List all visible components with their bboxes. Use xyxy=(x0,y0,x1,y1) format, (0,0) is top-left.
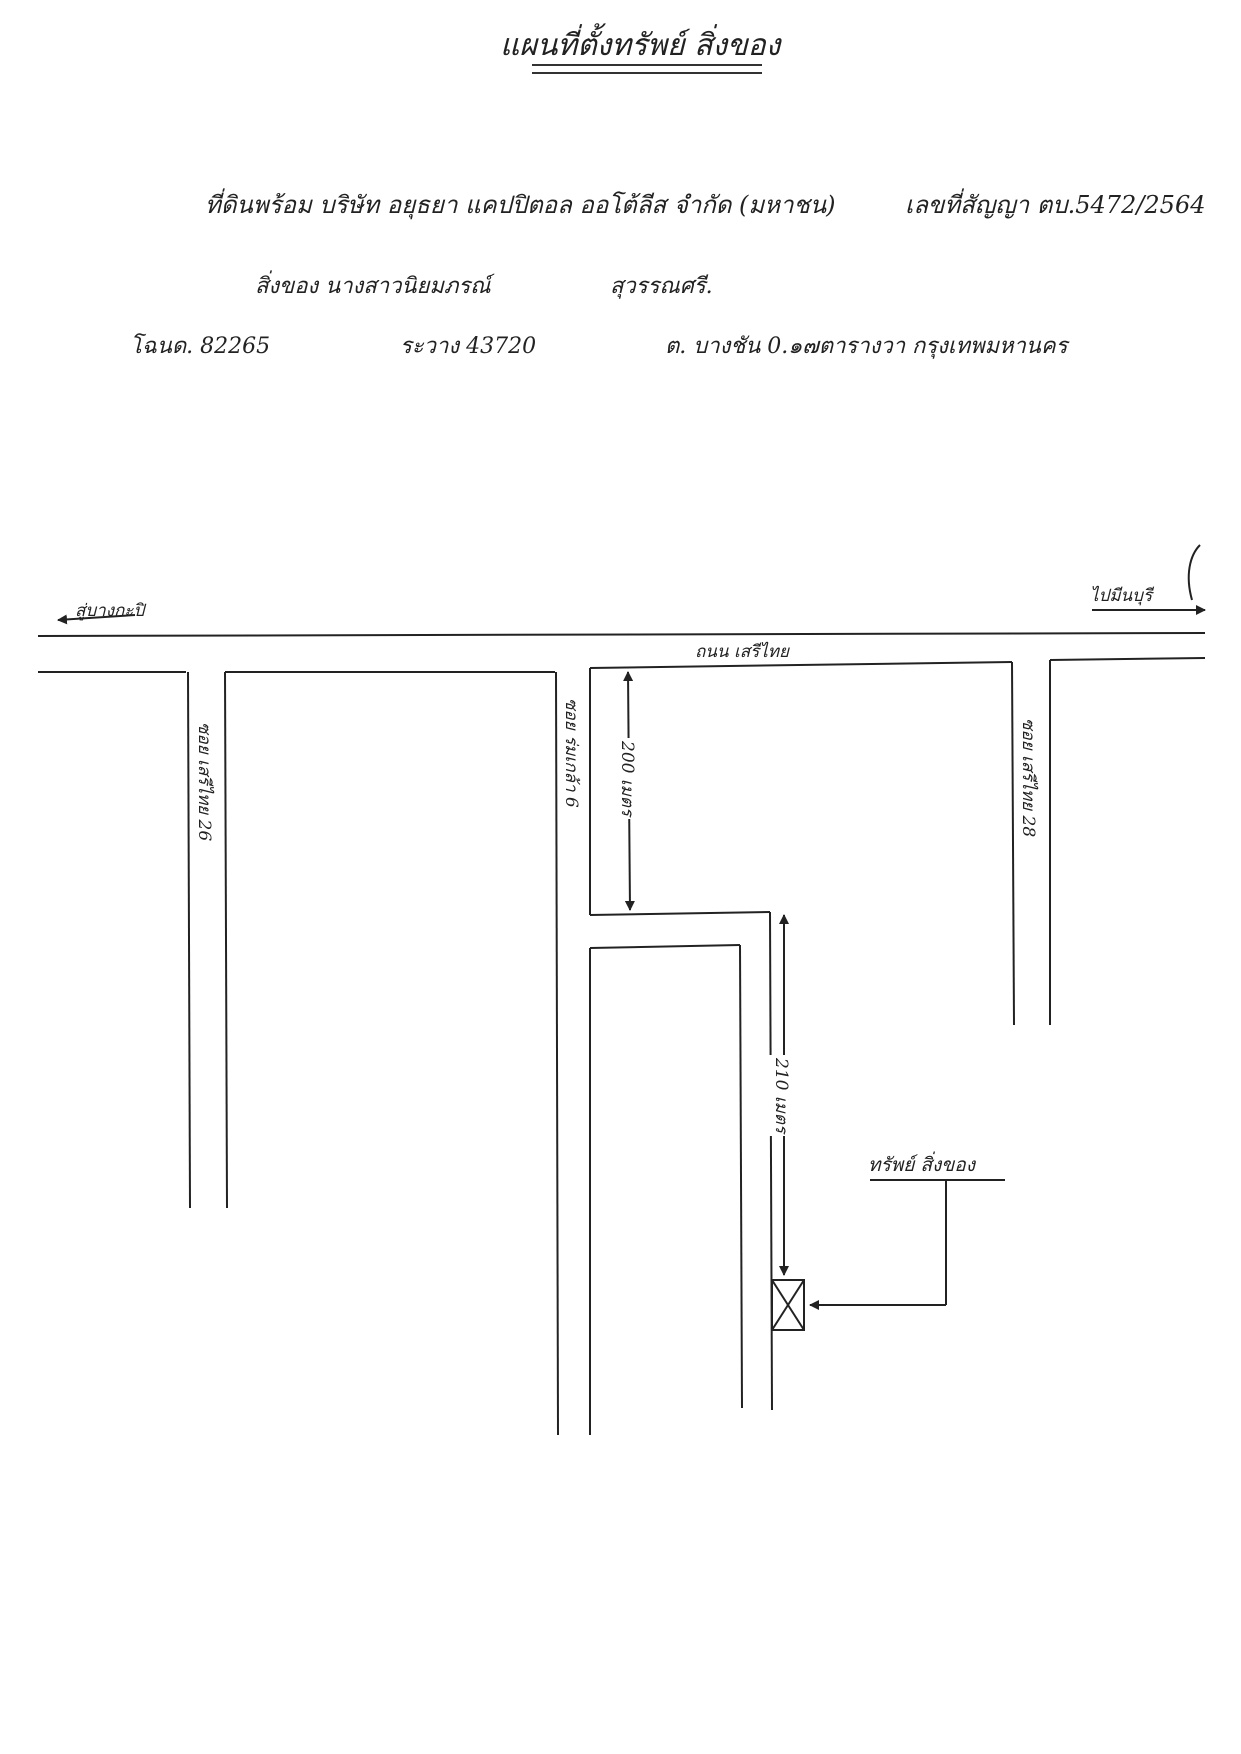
west-arrow xyxy=(57,614,136,625)
distance-210-label: 210 เมตร xyxy=(768,1055,795,1137)
main-road-top-edge xyxy=(37,632,1206,637)
info-line2-part2: สุวรรณศรี. xyxy=(610,274,713,299)
property-marker-cross-2 xyxy=(771,1279,805,1331)
left-soi-label: ซอย เสรีไทย 26 xyxy=(194,722,214,842)
title-underline-2 xyxy=(532,72,762,74)
info-line3-part3: ต. บางชัน 0.๑๗ตารางวา กรุงเทพมหานคร xyxy=(665,334,1068,359)
distance-200-label: 200 เมตร xyxy=(614,738,641,820)
middle-soi-horizontal-top xyxy=(589,911,771,916)
title-underline-1 xyxy=(532,64,762,66)
middle-soi-label: ซอย ร่มเกล้า 6 xyxy=(561,698,581,808)
page-title: แผนที่ตั้งทรัพย์ สิ่งของ xyxy=(500,28,781,63)
property-lane-left xyxy=(769,911,773,1411)
main-road-bottom-edge-e xyxy=(1049,657,1206,661)
main-road-label: ถนน เสรีไทย xyxy=(695,642,789,662)
middle-soi-left-edge xyxy=(555,671,559,1436)
middle-soi-block-top xyxy=(589,944,741,949)
info-line1-part1: ที่ดินพร้อม บริษัท อยุธยา แคปปิตอล ออโต้… xyxy=(205,191,836,219)
main-road-bottom-edge-mid2 xyxy=(589,661,1013,669)
info-line3-part2: ระวาง 43720 xyxy=(400,334,537,359)
east-label-bracket xyxy=(1187,544,1201,601)
west-direction-label: สู่บางกะปิ xyxy=(75,601,145,621)
info-line1-part2: เลขที่สัญญา ตบ.5472/2564 xyxy=(905,191,1206,219)
east-direction-label: ไปมีนบุรี xyxy=(1090,586,1153,606)
property-label: ทรัพย์ สิ่งของ xyxy=(868,1154,975,1176)
left-soi-edge-2 xyxy=(224,671,228,1209)
left-soi-edge-1 xyxy=(187,671,191,1209)
property-marker xyxy=(771,1279,805,1331)
info-line2-part1: สิ่งของ นางสาวนิยมภรณ์ xyxy=(255,274,491,299)
middle-soi-block-right xyxy=(739,944,743,1409)
right-soi-label: ซอย เสรีไทย 28 xyxy=(1018,718,1038,838)
info-line3-part1: โฉนด. 82265 xyxy=(130,334,271,359)
right-soi-edge-1 xyxy=(1011,661,1015,1026)
